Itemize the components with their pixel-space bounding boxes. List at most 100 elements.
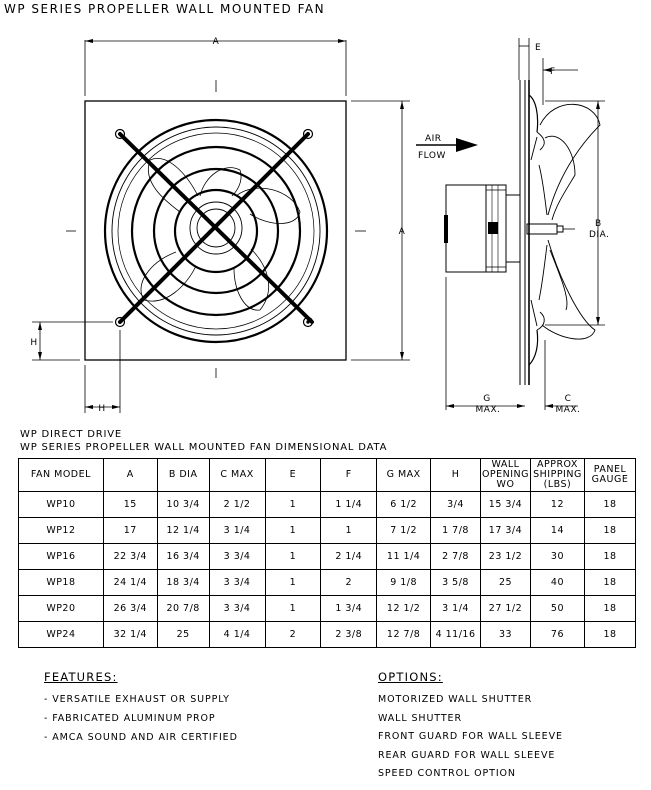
air-label: AIR [425,134,442,144]
table-cell: 10 3/4 [156,491,210,518]
dim-label-b-dia: DIA. [589,230,609,240]
feature-item: - VERSATILE EXHAUST OR SUPPLY [44,694,230,705]
table-cell: 18 [583,595,637,622]
table-cell: 3/4 [430,491,481,518]
table-cell: 1 [264,491,322,518]
table-cell: 2 3/8 [320,621,378,648]
table-cell: 20 7/8 [156,595,210,622]
column-header: C MAX [208,458,266,492]
table-cell: 15 3/4 [480,491,531,518]
dim-label-h-bottom: H [98,404,105,414]
table-cell: WP16 [18,543,104,570]
table-cell: WP18 [18,569,104,596]
table-cell: 18 [583,543,637,570]
table-cell: 2 1/2 [208,491,266,518]
table-cell: 3 3/4 [208,595,266,622]
table-cell: 18 [583,491,637,518]
side-view [416,38,605,410]
table-cell: 2 7/8 [430,543,481,570]
table-cell: 3 5/8 [430,569,481,596]
table-cell: 25 [480,569,531,596]
front-view [32,39,410,413]
option-item: SPEED CONTROL OPTION [378,768,516,779]
option-item: REAR GUARD FOR WALL SLEEVE [378,749,556,761]
table-cell: 3 3/4 [208,543,266,570]
table-cell: 32 1/4 [102,621,158,648]
table-cell: 1 [264,595,322,622]
table-cell: 18 [583,621,637,648]
feature-item: - FABRICATED ALUMINUM PROP [44,713,216,724]
option-item: FRONT GUARD FOR WALL SLEEVE [378,731,563,742]
dim-label-g-max: MAX. [476,405,501,415]
table-cell: 16 3/4 [156,543,210,570]
table-cell: 17 3/4 [480,517,531,544]
subtitle-direct-drive: WP DIRECT DRIVE [20,429,123,440]
options-section: OPTIONS: MOTORIZED WALL SHUTTER WALL SHUT… [378,670,563,787]
table-cell: 1 7/8 [430,517,481,544]
table-cell: 76 [529,621,585,648]
table-cell: 15 [102,491,158,518]
table-cell: 33 [480,621,531,648]
table-cell: 40 [529,569,585,596]
column-header: B DIA [156,458,210,492]
table-cell: 18 [583,569,637,596]
flow-label: FLOW [418,151,446,161]
table-cell: 1 [320,517,378,544]
table-cell: WP12 [18,517,104,544]
table-cell: 9 1/8 [376,569,432,596]
option-item: WALL SHUTTER [378,712,462,724]
subtitle-block: WP DIRECT DRIVE WP SERIES PROPELLER WALL… [20,428,387,454]
table-cell: 11 1/4 [376,543,432,570]
table-cell: 1 1/4 [320,491,378,518]
table-cell: 27 1/2 [480,595,531,622]
option-item: MOTORIZED WALL SHUTTER [378,694,533,705]
dim-label-g: G [483,394,490,404]
table-cell: 24 1/4 [102,569,158,596]
features-list: - VERSATILE EXHAUST OR SUPPLY - FABRICATE… [44,694,238,751]
table-cell: 3 1/4 [430,595,481,622]
table-cell: 1 [264,517,322,544]
dim-label-a-right: A [399,227,406,237]
table-cell: 2 [264,621,322,648]
column-header: APPROX SHIPPING (LBS) [529,458,585,492]
table-cell: 1 [264,543,322,570]
dim-label-h-left: H [30,338,37,348]
options-list: MOTORIZED WALL SHUTTER WALL SHUTTER FRONT … [378,694,563,787]
motor-body [445,184,487,273]
propeller-side [538,103,601,340]
table-cell: 22 3/4 [102,543,158,570]
table-cell: 12 1/2 [376,595,432,622]
table-cell: 1 3/4 [320,595,378,622]
table-cell: 26 3/4 [102,595,158,622]
table-cell: 14 [529,517,585,544]
table-cell: 12 1/4 [156,517,210,544]
table-cell: 3 3/4 [208,569,266,596]
table-cell: 3 1/4 [208,517,266,544]
table-cell: 23 1/2 [480,543,531,570]
table-cell: 12 7/8 [376,621,432,648]
page-title: WP SERIES PROPELLER WALL MOUNTED FAN [4,2,326,16]
column-header: F [320,458,378,492]
options-title: OPTIONS: [378,670,443,684]
dim-label-a-top: A [213,37,220,47]
dim-label-c: C [565,394,572,404]
dim-label-c-max: MAX. [556,405,581,415]
feature-item: - AMCA SOUND AND AIR CERTIFIED [44,732,238,743]
table-cell: 2 [320,569,378,596]
dim-label-f: F [550,67,556,77]
table-cell: 6 1/2 [376,491,432,518]
features-section: FEATURES: - VERSATILE EXHAUST OR SUPPLY-… [44,670,238,751]
column-header: WALL OPENING WO [480,458,531,492]
subtitle-dimensional-data: WP SERIES PROPELLER WALL MOUNTED FAN DIM… [20,442,388,453]
column-header: FAN MODEL [18,458,104,492]
features-title: FEATURES: [44,670,118,684]
